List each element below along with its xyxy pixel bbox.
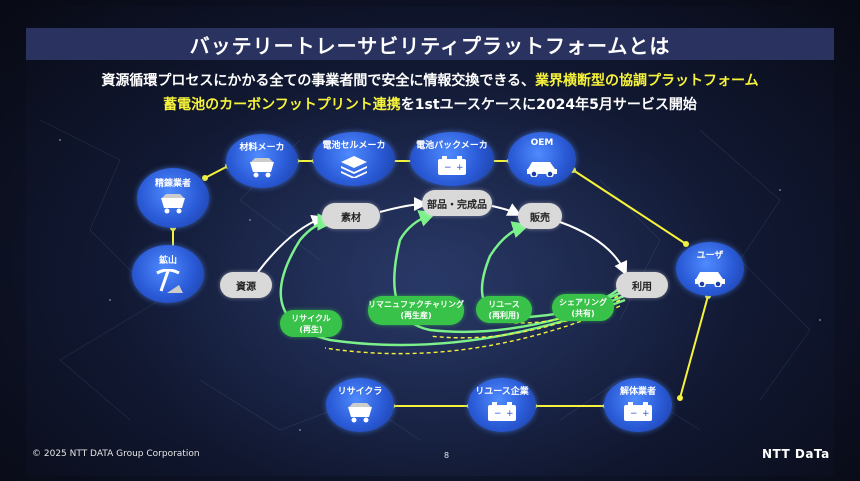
node-material-maker: 材料メーカ [226,134,298,188]
cell-maker-label: 電池セルメーカ [322,141,386,151]
subtitle-2-highlight: 蓄電池のカーボンフットプリント連携 [163,97,401,113]
node-cell-maker: 電池セルメーカ [313,132,395,186]
slide-title: バッテリートレーサビリティプラットフォームとは [189,34,671,58]
car-icon [695,272,725,287]
reuse-company-label: リユース企業 [475,387,529,397]
mine-cart-icon [250,158,274,178]
loop-label-recycle: リサイクル (再生) [280,310,342,337]
smelter-label: 精錬業者 [154,179,191,189]
node-dismantler: 解体業者 − + [604,378,672,432]
stage-resource: 資源 [220,272,272,298]
slide-frame [26,6,834,476]
stage-use: 利用 [616,272,668,298]
recycle-main: リサイクル [291,314,331,323]
svg-text:+: + [456,163,464,173]
node-pack-maker: 電池パックメーカ − + [410,132,494,186]
sharing-main: シェアリング [559,298,607,307]
remanufacturing-sub: (再生産) [400,311,432,320]
oem-label: OEM [530,138,554,148]
node-reuse-company: リユース企業 − + [468,378,536,432]
mine-cart-icon [348,403,372,423]
mine-label: 鉱山 [158,256,177,266]
mine-cart-icon [161,194,185,214]
stage-parts: 部品・完成品 [422,190,492,216]
node-smelter: 精錬業者 [137,168,209,228]
stage-sales: 販売 [518,203,562,229]
svg-text:+: + [642,409,650,419]
header-bar [26,28,834,60]
battery-icon: − + [624,402,652,421]
layers-icon [341,156,367,178]
node-user: ユーザ [676,242,744,296]
loop-label-remanufacturing: リマニュファクチャリング (再生産) [368,296,464,325]
supply-chain-connectors [172,160,709,407]
recycle-sub: (再生) [299,325,323,334]
reuse-main: リユース [488,300,520,309]
brand-logo: NTT DaTa [762,447,830,461]
svg-text:−: − [494,409,502,419]
subtitle-2-text: を1stユースケースに2024年5月サービス開始 [400,97,697,113]
reuse-sub: (再利用) [488,311,520,320]
page-number: 8 [444,451,450,460]
subtitle-1-text: 資源循環プロセスにかかる全ての事業者間で安全に情報交換できる、 [101,73,536,89]
sharing-sub: (共有) [571,309,595,318]
pickaxe-icon [156,269,183,293]
footer-copyright: © 2025 NTT DATA Group Corporation [32,449,200,459]
battery-icon: − + [438,156,466,175]
recycler-label: リサイクラ [337,387,383,397]
car-icon [527,162,557,177]
user-label: ユーザ [696,251,724,261]
remanufacturing-main: リマニュファクチャリング [368,300,464,309]
stage-material: 素材 [322,203,380,229]
dismantler-label: 解体業者 [619,387,656,397]
battery-icon: − + [488,402,516,421]
node-mine: 鉱山 [132,245,204,303]
lifecycle-flow [257,197,628,276]
loop-label-reuse: リユース (再利用) [476,296,532,323]
subtitle-1-highlight: 業界横断型の協調プラットフォーム [535,73,759,89]
material-maker-label: 材料メーカ [239,143,285,153]
svg-text:−: − [630,409,638,419]
subtitle-line-1: 資源循環プロセスにかかる全ての事業者間で安全に情報交換できる、業界横断型の協調プ… [0,70,860,90]
pack-maker-label: 電池パックメーカ [416,141,488,151]
subtitle-line-2: 蓄電池のカーボンフットプリント連携を1stユースケースに2024年5月サービス開… [0,94,860,114]
svg-text:+: + [506,409,514,419]
svg-text:−: − [444,163,452,173]
node-recycler: リサイクラ [326,378,394,432]
node-oem: OEM [508,132,576,186]
loop-label-sharing: シェアリング (共有) [552,294,614,321]
